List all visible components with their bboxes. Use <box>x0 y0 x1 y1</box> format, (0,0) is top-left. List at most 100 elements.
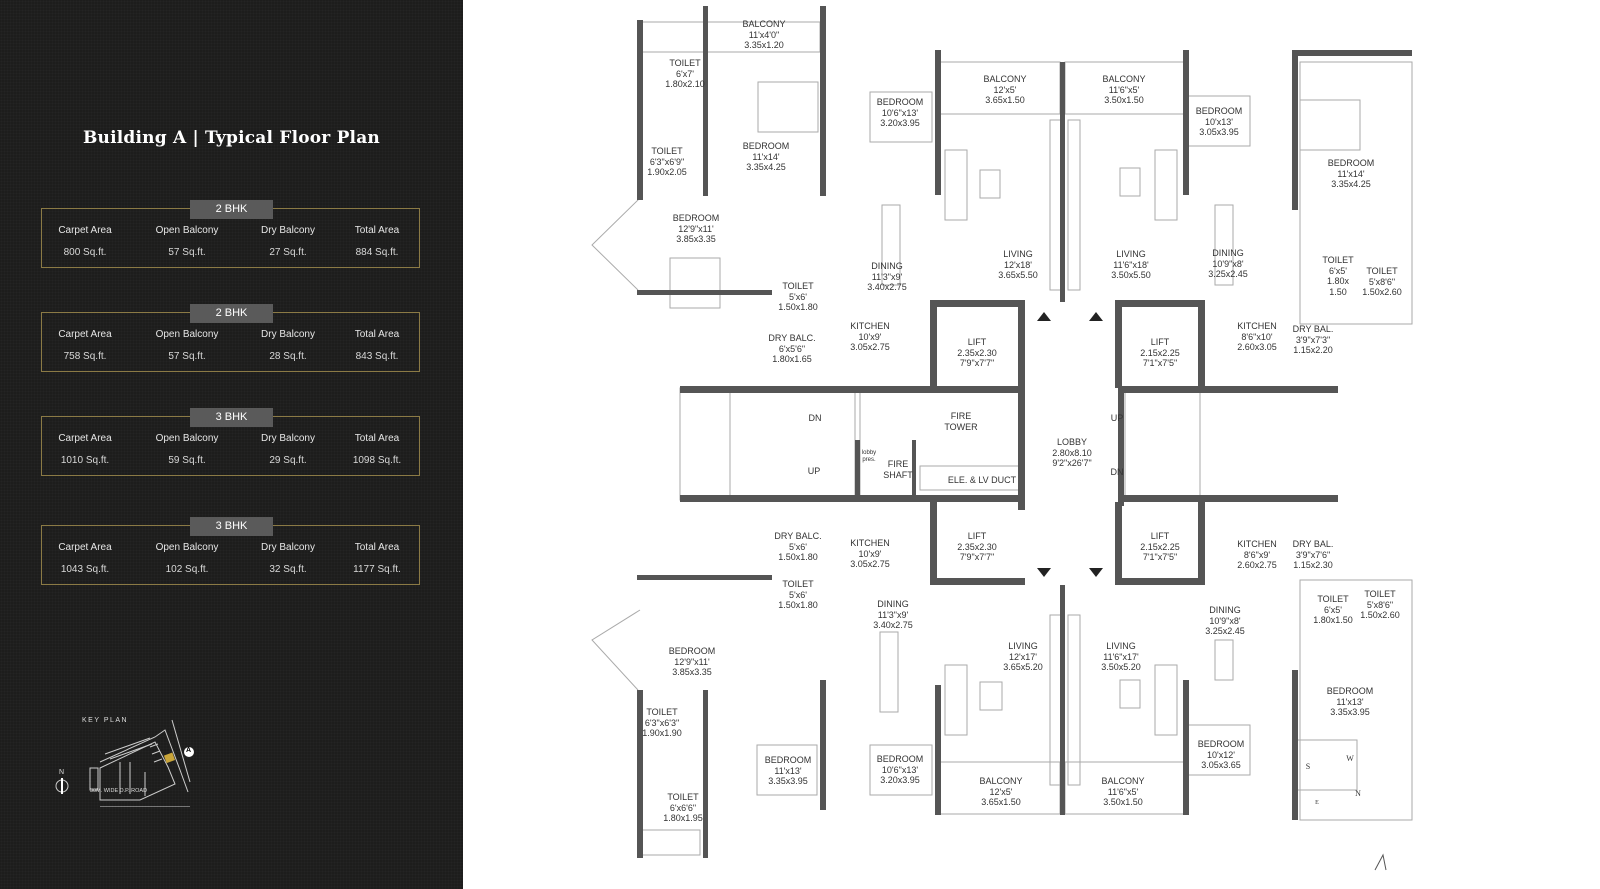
room-name: BEDROOM <box>764 755 812 765</box>
area-label: Dry Balcony <box>261 329 315 340</box>
area-label: Dry Balcony <box>261 433 315 444</box>
room-label-dry-bal: DRY BAL.3'9"x7'3"1.15x2.20 <box>1293 324 1334 356</box>
unit-type-badge: 2 BHK <box>190 304 273 323</box>
room-dimension: 11'x14' <box>752 151 780 162</box>
room-name: TOILET <box>667 792 699 802</box>
room-dimension: 3.05x3.95 <box>1199 127 1239 137</box>
area-value: 102 Sq.ft. <box>165 564 209 575</box>
room-dimension: 3.25x2.45 <box>1205 626 1245 636</box>
room-dimension: 1.80x2.10 <box>665 79 705 89</box>
room-name: KITCHEN <box>850 538 890 548</box>
room-name: UP <box>1110 413 1124 423</box>
room-label-ele-lv-duct: ELE. & LV DUCT <box>948 475 1016 486</box>
area-value: 28 Sq.ft. <box>269 351 307 362</box>
key-plan-map <box>55 719 194 807</box>
room-dimension: 3.65x1.50 <box>981 797 1021 807</box>
room-dimension: pres. <box>862 457 876 463</box>
room-label-dry-balc: DRY BALC.5'x6'1.50x1.80 <box>774 531 821 563</box>
room-dimension: 3.05x2.75 <box>850 559 890 569</box>
area-value: 27 Sq.ft. <box>269 247 307 258</box>
room-dimension: 3.40x2.75 <box>867 282 907 292</box>
area-value: 1010 Sq.ft. <box>60 455 110 466</box>
compass-mark-w: W <box>1346 754 1354 763</box>
room-name: DINING <box>1209 605 1241 615</box>
room-name: ELE. & LV DUCT <box>947 475 1017 485</box>
room-name: DINING <box>877 599 909 609</box>
room-name: UP <box>807 466 821 476</box>
room-label-dn: DN <box>809 413 822 424</box>
room-name: DRY BALC. <box>768 333 816 343</box>
room-dimension: 3'9"x7'3" <box>1295 334 1331 345</box>
room-dimension: 7'1"x7'5" <box>1142 552 1178 562</box>
room-name: TOILET <box>782 281 814 291</box>
page-title: Building A | Typical Floor Plan <box>82 128 380 148</box>
room-dimension: 11'6"x17' <box>1103 651 1139 662</box>
room-dimension: 11'x4'0" <box>748 29 780 40</box>
room-dimension: 1.80x <box>1326 276 1350 286</box>
room-dimension: 6'x5' <box>1324 604 1342 615</box>
room-name: BALCONY <box>1102 74 1146 84</box>
room-name: TOILET <box>1364 589 1396 599</box>
room-name: KITCHEN <box>1237 321 1277 331</box>
room-dimension: 10'x9' <box>858 548 882 559</box>
room-dimension: 3.20x3.95 <box>880 775 920 785</box>
room-dimension: 11'x13' <box>1336 696 1364 707</box>
compass-mark-s: S <box>1305 762 1311 771</box>
room-dimension: 1.15x2.20 <box>1293 345 1333 355</box>
room-dimension: 6'x5'6" <box>778 343 806 354</box>
room-dimension: 1.80x1.95 <box>663 813 703 823</box>
room-name: DRY BALC. <box>774 531 822 541</box>
room-name: LIFT <box>967 337 987 347</box>
area-field: Dry Balcony 29 Sq.ft. <box>241 433 335 466</box>
room-name: DINING <box>871 261 903 271</box>
room-dimension: 2.60x2.75 <box>1237 560 1277 570</box>
room-dimension: 3.35x4.25 <box>746 162 786 172</box>
room-dimension: 5'x6' <box>789 291 807 302</box>
room-name: BEDROOM <box>876 754 924 764</box>
room-dimension: 3.05x2.75 <box>850 342 890 352</box>
room-dimension: 6'x6'6" <box>669 802 697 813</box>
area-value: 29 Sq.ft. <box>269 455 307 466</box>
room-dimension: 12'9"x11' <box>674 656 710 667</box>
room-dimension: 10'x13' <box>1205 116 1233 127</box>
room-name: KITCHEN <box>1237 539 1277 549</box>
room-dimension: 1.90x1.90 <box>642 728 682 738</box>
room-dimension: 6'x7' <box>676 68 694 79</box>
room-dimension: 6'x5' <box>1329 265 1347 276</box>
room-dimension: 1.50x1.80 <box>778 600 818 610</box>
room-dimension: 12'x17' <box>1009 651 1037 662</box>
room-name: LIFT <box>967 531 987 541</box>
room-dimension: 3.85x3.35 <box>676 234 716 244</box>
area-label: Carpet Area <box>58 225 112 236</box>
room-name: TOILET <box>1366 266 1398 276</box>
building-a-highlight <box>163 752 176 764</box>
room-name: BEDROOM <box>668 646 716 656</box>
room-dimension: 3.50x5.50 <box>1111 270 1151 280</box>
room-name: DN <box>808 413 822 423</box>
room-dimension: 3.50x1.50 <box>1104 95 1144 105</box>
room-name: TOILET <box>646 707 678 717</box>
room-label-dry-bal: DRY BAL.3'9"x7'6"1.15x2.30 <box>1293 539 1334 571</box>
room-name: LIFT <box>1150 337 1170 347</box>
room-name: LIVING <box>1116 249 1146 259</box>
room-dimension: 1.90x2.05 <box>647 167 687 177</box>
room-dimension: 3.65x5.50 <box>998 270 1038 280</box>
